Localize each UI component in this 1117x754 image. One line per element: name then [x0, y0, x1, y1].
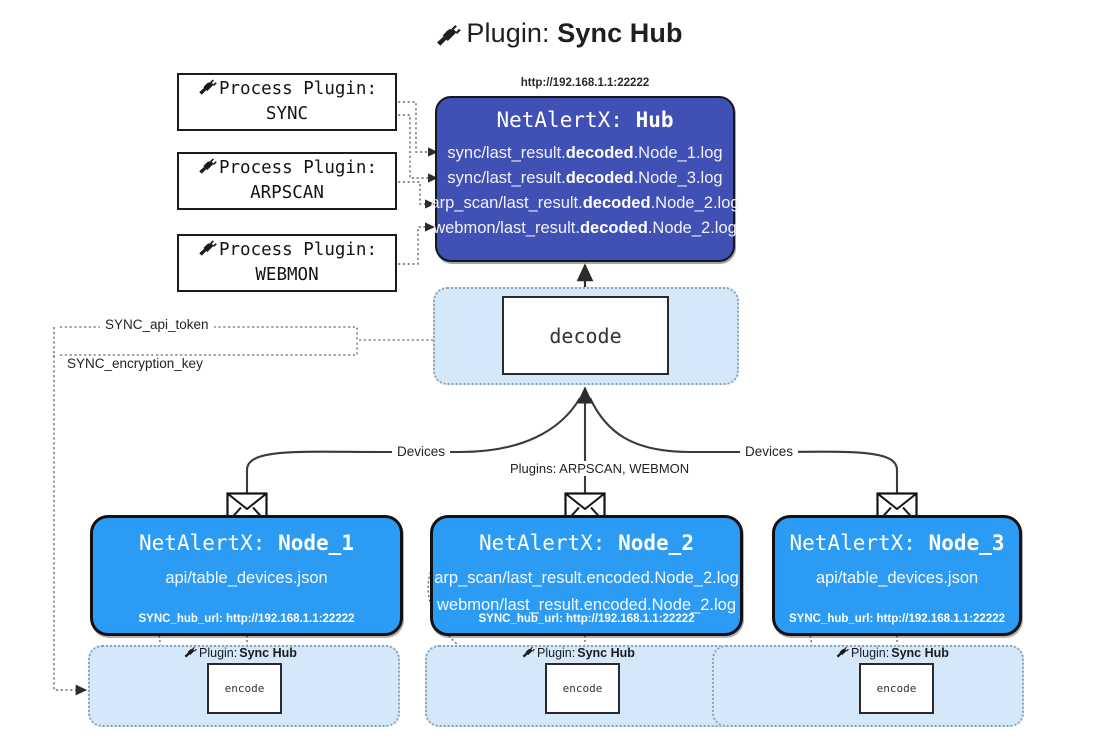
node-hub-url: SYNC_hub_url: http://192.168.1.1:22222: [788, 613, 1006, 625]
encoder-plugin-name: Sync Hub: [891, 646, 949, 660]
process-plugin-box-sync[interactable]: Process Plugin: SYNC: [177, 73, 397, 131]
hub-box[interactable]: NetAlertX: Hub sync/last_result.decoded.…: [430, 96, 740, 262]
process-plugin-box-arpscan[interactable]: Process Plugin: ARPSCAN: [177, 152, 397, 210]
process-plugin-title: Process Plugin:: [218, 158, 378, 179]
encoder-plugin-label: Plugin: Sync Hub: [835, 645, 949, 661]
node-header: NetAlertX: Node_2: [479, 531, 694, 555]
encode-box-node-3[interactable]: encode: [859, 663, 934, 714]
edge-label-devices-right: Devices: [740, 444, 799, 459]
hub-header: NetAlertX: Hub: [496, 108, 673, 132]
plug-icon: [434, 22, 462, 53]
hub-log-line: webmon/last_result.decoded.Node_2.log: [433, 219, 737, 238]
node-app-label: NetAlertX:: [789, 531, 916, 555]
node-name-label: Node_3: [928, 531, 1005, 555]
node-resource: webmon/last_result.encoded.Node_2.log: [436, 596, 737, 614]
encoder-plugin-prefix: Plugin:: [851, 646, 890, 660]
node-box-node-3[interactable]: NetAlertX: Node_3 api/table_devices.json…: [772, 515, 1022, 636]
decode-box[interactable]: decode: [502, 296, 669, 375]
process-plugin-name: SYNC: [265, 104, 309, 124]
process-plugin-name: ARPSCAN: [250, 183, 324, 203]
node-hub-url: SYNC_hub_url: http://192.168.1.1:22222: [478, 613, 695, 625]
node-name-label: Node_1: [278, 531, 354, 555]
node-app-label: NetAlertX:: [139, 531, 266, 555]
node-name-label: Node_2: [618, 531, 694, 555]
edge-label-plugins-center: Plugins: ARPSCAN, WEBMON: [505, 461, 695, 476]
node-header: NetAlertX: Node_1: [139, 531, 354, 555]
title-name: Sync Hub: [557, 18, 683, 48]
secret-label-api-token: SYNC_api_token: [100, 317, 214, 332]
encoder-plugin-label: Plugin: Sync Hub: [183, 645, 297, 661]
node-resource: api/table_devices.json: [815, 569, 979, 587]
title-prefix: Plugin:: [466, 18, 550, 48]
hub-log-line: sync/last_result.decoded.Node_3.log: [447, 169, 723, 188]
node-hub-url: SYNC_hub_url: http://192.168.1.1:22222: [138, 613, 355, 625]
node-box-node-2[interactable]: NetAlertX: Node_2 arp_scan/last_result.e…: [430, 515, 743, 636]
page-title: Plugin: Sync Hub: [0, 18, 1117, 53]
edge-label-devices-left: Devices: [392, 444, 451, 459]
plug-icon: [835, 645, 849, 661]
encoder-plugin-prefix: Plugin:: [199, 646, 238, 660]
process-plugin-title: Process Plugin:: [218, 79, 378, 100]
hub-log-line: arp_scan/last_result.decoded.Node_2.log: [430, 194, 740, 213]
plug-icon: [197, 238, 217, 264]
plug-icon: [197, 77, 217, 103]
hub-app-label: NetAlertX:: [496, 108, 623, 132]
process-plugin-title: Process Plugin:: [218, 240, 378, 261]
secret-label-encryption-key: SYNC_encryption_key: [62, 356, 208, 371]
process-plugin-box-webmon[interactable]: Process Plugin: WEBMON: [177, 234, 397, 292]
encoder-plugin-name: Sync Hub: [577, 646, 635, 660]
node-app-label: NetAlertX:: [479, 531, 606, 555]
plug-icon: [197, 156, 217, 182]
encode-box-node-1[interactable]: encode: [207, 663, 282, 714]
node-header: NetAlertX: Node_3: [790, 531, 1005, 555]
encoder-plugin-prefix: Plugin:: [537, 646, 576, 660]
hub-name-label: Hub: [635, 108, 674, 132]
node-box-node-1[interactable]: NetAlertX: Node_1 api/table_devices.json…: [90, 515, 403, 636]
node-resource: arp_scan/last_result.encoded.Node_2.log: [434, 569, 739, 587]
node-resource: api/table_devices.json: [165, 569, 328, 587]
process-plugin-name: WEBMON: [255, 265, 319, 285]
encoder-plugin-name: Sync Hub: [239, 646, 297, 660]
plug-icon: [183, 645, 197, 661]
encoder-plugin-label: Plugin: Sync Hub: [521, 645, 635, 661]
plug-icon: [521, 645, 535, 661]
encode-box-node-2[interactable]: encode: [545, 663, 620, 714]
hub-log-line: sync/last_result.decoded.Node_1.log: [447, 144, 723, 162]
hub-url-caption: http://192.168.1.1:22222: [520, 77, 650, 89]
